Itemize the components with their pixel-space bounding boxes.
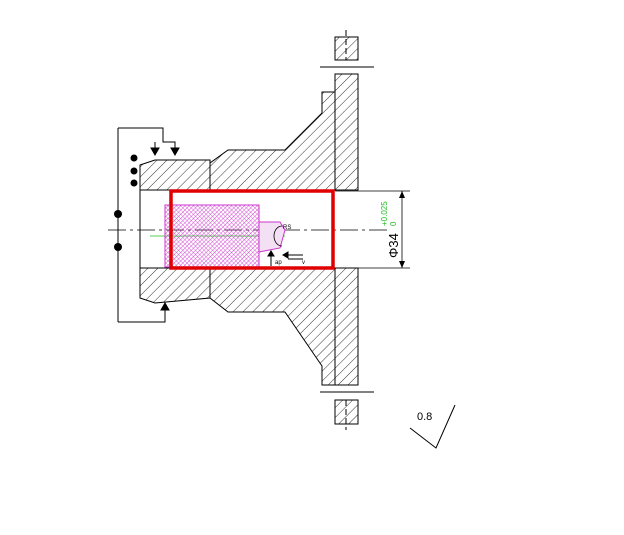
fixture-schematic bbox=[117, 127, 180, 323]
roughness-symbol bbox=[409, 404, 456, 449]
tolerance-upper: +0.025 bbox=[380, 201, 389, 226]
depth-label: ap bbox=[275, 260, 282, 266]
machined-bore-surface bbox=[169, 189, 335, 270]
feed-indicators bbox=[267, 250, 303, 266]
speed-label: v bbox=[302, 260, 305, 266]
roughness-value: 0.8 bbox=[417, 411, 432, 423]
tolerance-lower: 0 bbox=[389, 221, 398, 226]
diameter-dimension bbox=[335, 190, 410, 269]
part-section-lower bbox=[139, 267, 359, 425]
locating-points bbox=[114, 154, 138, 251]
diameter-text: Φ34 bbox=[386, 233, 401, 258]
part-section-upper bbox=[139, 36, 359, 191]
feed-label: RS bbox=[283, 225, 291, 231]
boring-tool bbox=[164, 204, 286, 268]
flange-marks bbox=[320, 30, 374, 430]
